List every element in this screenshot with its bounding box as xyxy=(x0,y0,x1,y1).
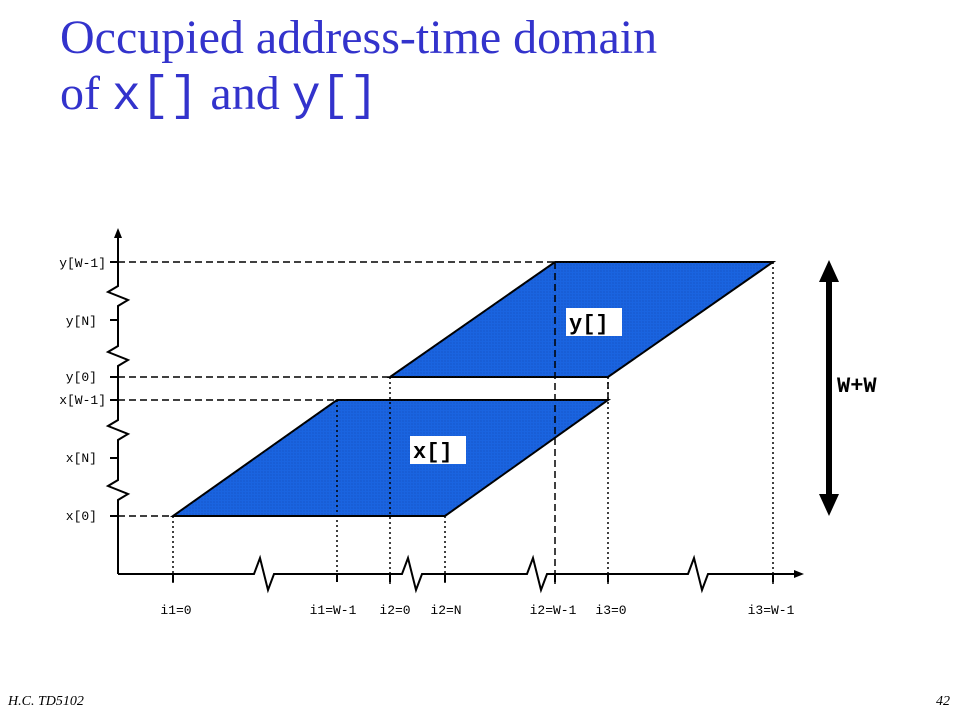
y-axis-arrow xyxy=(114,228,122,238)
y-label-yW1: y[W-1] xyxy=(59,256,106,271)
vertical-guides xyxy=(172,262,774,584)
dashed-vertical-guides xyxy=(554,262,609,584)
span-double-arrow xyxy=(819,260,839,516)
x-label-i1-W1: i1=W-1 xyxy=(310,603,357,618)
x-label-i1-0: i1=0 xyxy=(160,603,191,618)
x-ticks xyxy=(172,574,774,582)
y-region-label-box xyxy=(566,308,622,336)
title-x-code: x[] xyxy=(111,70,199,124)
title-line1: Occupied address-time domain xyxy=(60,11,658,64)
title-and: and xyxy=(198,67,292,120)
footer-course: H.C. TD5102 xyxy=(8,694,84,709)
y-label-xW1: x[W-1] xyxy=(59,393,106,408)
x-axis-line xyxy=(118,554,796,594)
y-axis-labels: y[W-1] y[N] y[0] x[W-1] x[N] x[0] xyxy=(59,256,106,524)
title-of: of xyxy=(60,67,112,120)
y-axis-line xyxy=(105,236,131,574)
x-region-label-box xyxy=(410,436,466,464)
span-label: W+W xyxy=(837,374,877,399)
horizontal-guides xyxy=(118,261,555,517)
x-axis-labels: i1=0 i1=W-1 i2=0 i2=N i2=W-1 i3=0 i3=W-1 xyxy=(160,603,794,618)
x-label-i2-W1: i2=W-1 xyxy=(530,603,577,618)
x-axis-arrow xyxy=(794,570,804,578)
y-ticks xyxy=(110,261,118,517)
y-label-y0: y[0] xyxy=(66,370,97,385)
title-y-code: y[] xyxy=(291,70,379,124)
slide-title: Occupied address-time domain of x[] and … xyxy=(60,10,657,125)
x-label-i2-0: i2=0 xyxy=(379,603,410,618)
x-region-label: x[] xyxy=(413,440,453,465)
y-label-yN: y[N] xyxy=(66,314,97,329)
y-region-label: y[] xyxy=(569,312,609,337)
footer-page-number: 42 xyxy=(936,694,950,709)
x-label-i3-0: i3=0 xyxy=(595,603,626,618)
x-label-i3-W1: i3=W-1 xyxy=(748,603,795,618)
y-label-x0: x[0] xyxy=(66,509,97,524)
span-label-box xyxy=(834,370,896,398)
x-label-i2-N: i2=N xyxy=(430,603,461,618)
y-label-xN: x[N] xyxy=(66,451,97,466)
